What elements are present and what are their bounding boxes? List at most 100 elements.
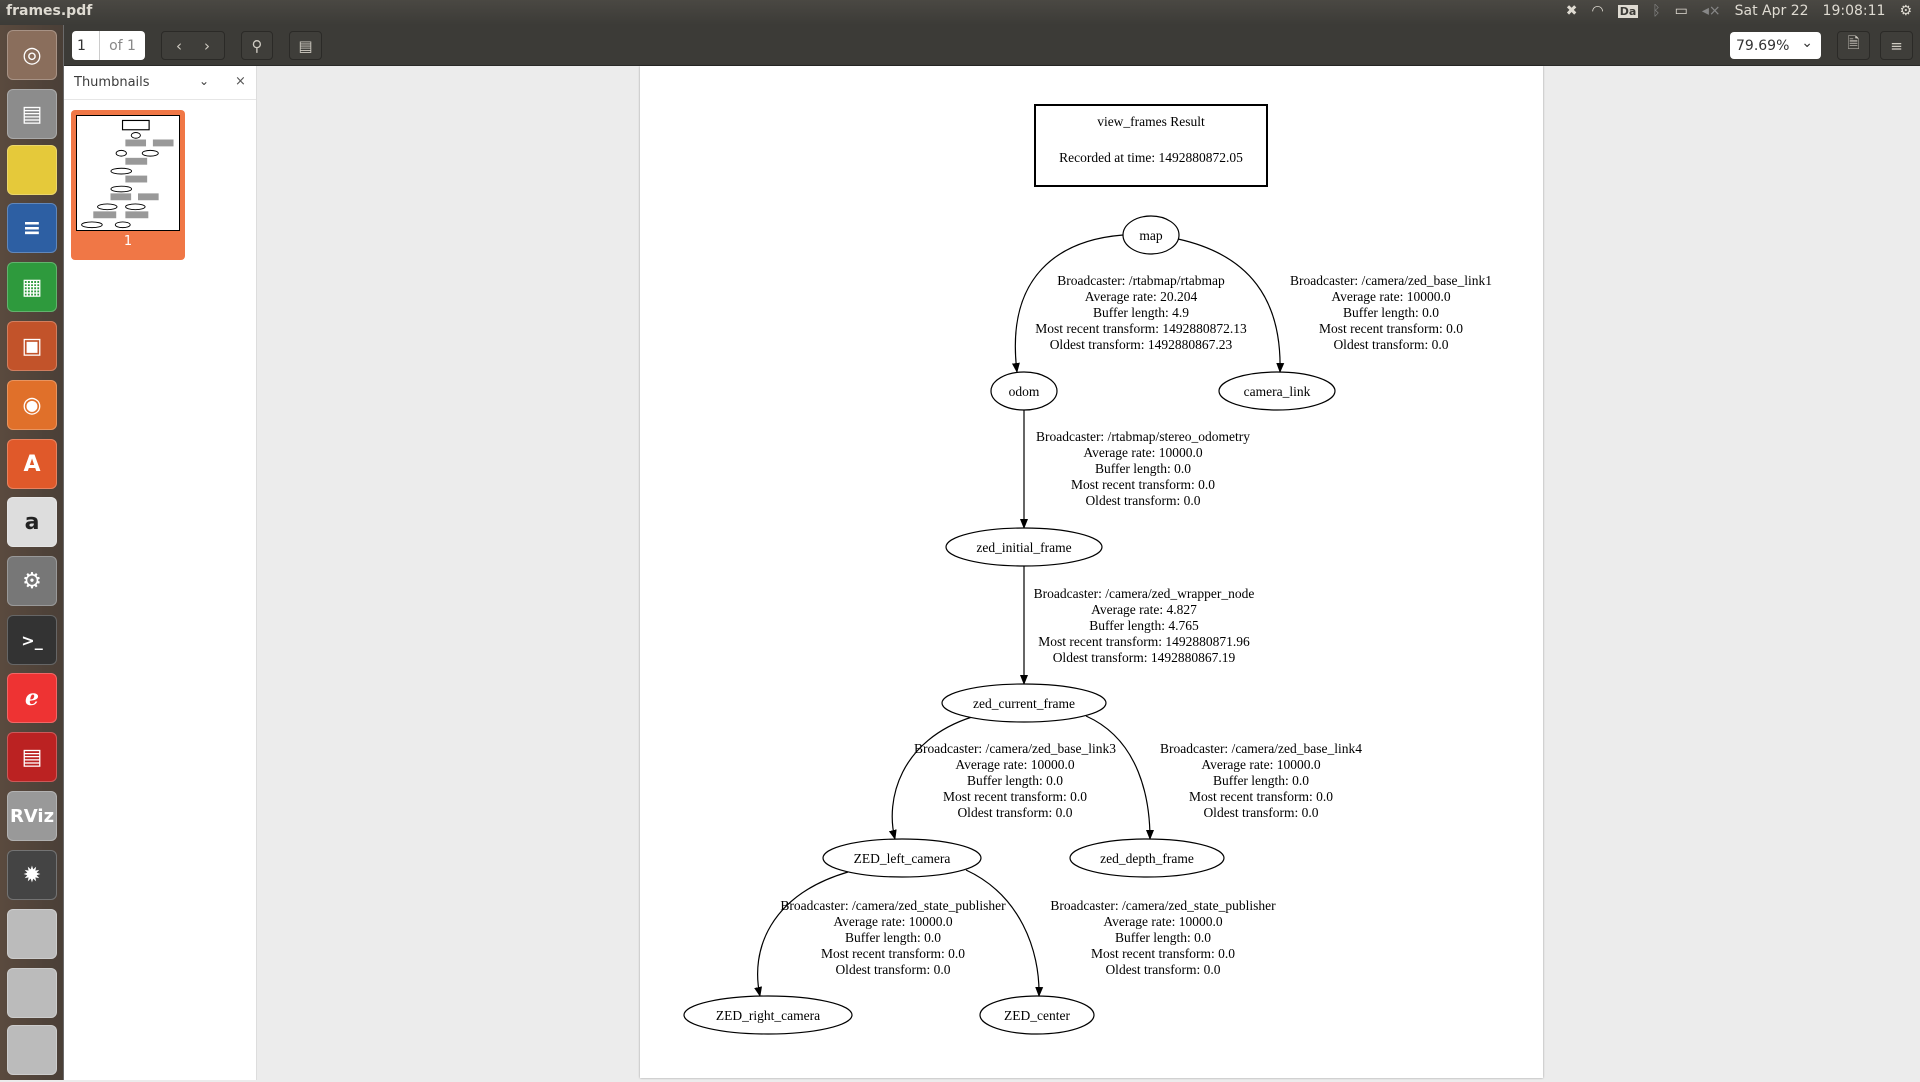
hamburger-menu-icon: ≡ [1890, 36, 1903, 55]
writer-icon[interactable]: ≡ [7, 203, 57, 253]
impress-icon[interactable]: ▣ [7, 321, 57, 371]
files-icon[interactable]: ▤ [7, 89, 57, 139]
dropbox-icon[interactable]: ✖ [1565, 3, 1578, 19]
pdf-page: view_frames Result Recorded at time: 149… [640, 66, 1543, 1078]
drive-icon[interactable] [7, 909, 57, 959]
system-tray: ✖ ◠ Da ᛒ ▭ ◂× Sat Apr 22 19:08:11 ⚙ [1566, 3, 1912, 19]
app-icon[interactable]: ▤ [7, 732, 57, 782]
terminal-icon[interactable]: >_ [7, 615, 57, 665]
edge-label-line: Average rate: 10000.0 [955, 757, 1075, 772]
edge-label-line: Buffer length: 0.0 [845, 930, 941, 945]
edge-label-line: Average rate: 10000.0 [1201, 757, 1321, 772]
edge-label-line: Buffer length: 0.0 [1115, 930, 1211, 945]
toolbar: 1 of 1 ‹ › ⚲ ▤ 79.69% ⌄ 🗎 ≡ [64, 25, 1920, 66]
clipboard-icon: ▤ [298, 36, 313, 55]
search-button[interactable]: ⚲ [241, 31, 273, 60]
launcher: ◎ ▤ ≡ ▦ ▣ ◉ A a ⚙ >_ ℯ ▤ RViz ✹ [0, 25, 64, 1080]
edge-label-line: Oldest transform: 0.0 [1203, 805, 1318, 820]
thumbnail-page-number: 1 [123, 234, 133, 249]
notes-icon[interactable] [7, 145, 57, 195]
page-total: of 1 [109, 37, 136, 54]
edge-label-line: Broadcaster: /rtabmap/stereo_odometry [1036, 429, 1250, 444]
edge-current-depth [1085, 715, 1154, 840]
frames-graph: view_frames Result Recorded at time: 149… [683, 104, 1492, 1035]
graph-title: view_frames Result [1097, 114, 1205, 129]
zoom-value: 79.69% [1736, 37, 1790, 54]
sidebar-header: Thumbnails ⌄ × [64, 66, 256, 100]
thumbnails-sidebar: Thumbnails ⌄ × 1 [64, 66, 257, 1080]
power-gear-icon[interactable]: ⚙ [1899, 3, 1912, 19]
next-page-icon[interactable]: › [204, 36, 210, 55]
edge-label-line: Most recent transform: 0.0 [1091, 946, 1235, 961]
menu-button[interactable]: ≡ [1880, 31, 1913, 60]
clock-label[interactable]: 19:08:11 [1822, 3, 1886, 19]
edge-label-line: Most recent transform: 0.0 [1189, 789, 1333, 804]
volume-muted-icon[interactable]: ◂× [1701, 3, 1721, 19]
firefox-icon[interactable]: ◉ [7, 380, 57, 430]
system-settings-icon[interactable]: ⚙ [7, 556, 57, 606]
edge-left-right [754, 871, 849, 997]
document-icon: 🗎 [1847, 34, 1860, 52]
node-label: ZED_center [1004, 1008, 1070, 1023]
edge-map-camera-link [1177, 238, 1285, 373]
software-center-icon[interactable]: A [7, 439, 57, 489]
edge-label-line: Most recent transform: 0.0 [821, 946, 965, 961]
node-label: odom [1009, 384, 1040, 399]
node-label: map [1139, 228, 1162, 243]
node-label: camera_link [1244, 384, 1311, 399]
node-label: zed_initial_frame [976, 540, 1071, 555]
bluetooth-icon[interactable]: ᛒ [1652, 3, 1661, 19]
rviz-icon[interactable]: RViz [7, 791, 57, 841]
edge-left-center [965, 869, 1044, 997]
pdf-viewer-icon[interactable]: ℯ [7, 673, 57, 723]
edge-label-line: Broadcaster: /camera/zed_base_link3 [914, 741, 1116, 756]
close-icon[interactable]: × [235, 74, 246, 89]
edge-label-line: Buffer length: 0.0 [1213, 773, 1309, 788]
sidebar-title[interactable]: Thumbnails [74, 75, 150, 90]
edge-label-line: Average rate: 10000.0 [1083, 445, 1203, 460]
page-thumbnail[interactable]: 1 [71, 110, 185, 260]
edge-label-line: Most recent transform: 1492880871.96 [1038, 634, 1250, 649]
edge-label-line: Average rate: 20.204 [1085, 289, 1198, 304]
edge-label-line: Buffer length: 0.0 [967, 773, 1063, 788]
gear-app-icon[interactable]: ✹ [7, 850, 57, 900]
edge-label-line: Oldest transform: 0.0 [957, 805, 1072, 820]
document-properties-button[interactable]: 🗎 [1837, 31, 1870, 60]
edge-label-line: Buffer length: 4.765 [1089, 618, 1199, 633]
edge-label-line: Average rate: 4.827 [1091, 602, 1197, 617]
edge-label-line: Broadcaster: /camera/zed_base_link4 [1160, 741, 1362, 756]
zoom-select[interactable]: 79.69% ⌄ [1730, 32, 1821, 59]
edge-label-line: Broadcaster: /camera/zed_state_publisher [780, 898, 1006, 913]
previous-page-icon[interactable]: ‹ [176, 36, 182, 55]
edge-label-line: Oldest transform: 0.0 [835, 962, 950, 977]
node-label: zed_depth_frame [1100, 851, 1194, 866]
recorded-time: Recorded at time: 1492880872.05 [1059, 150, 1243, 165]
current-page[interactable]: 1 [72, 31, 100, 60]
ubuntu-dash-icon[interactable]: ◎ [7, 30, 57, 80]
edge-label-line: Most recent transform: 0.0 [943, 789, 1087, 804]
window-title: frames.pdf [6, 3, 93, 19]
annotations-button[interactable]: ▤ [289, 31, 322, 60]
amazon-icon[interactable]: a [7, 497, 57, 547]
drive-icon[interactable] [7, 968, 57, 1018]
drive-icon[interactable] [7, 1025, 57, 1075]
edge-current-left [888, 716, 973, 840]
edge-label-line: Buffer length: 4.9 [1093, 305, 1189, 320]
edge-label-line: Oldest transform: 1492880867.23 [1050, 337, 1233, 352]
chevron-down-icon: ⌄ [1801, 35, 1813, 51]
battery-icon[interactable]: ▭ [1674, 3, 1688, 19]
keyboard-layout-indicator[interactable]: Da [1617, 4, 1639, 18]
page-number-input[interactable]: 1 of 1 [72, 31, 145, 60]
edge-label-line: Average rate: 10000.0 [1103, 914, 1223, 929]
wifi-icon[interactable]: ◠ [1591, 3, 1604, 19]
edge-label-line: Oldest transform: 1492880867.19 [1053, 650, 1236, 665]
node-label: ZED_left_camera [854, 851, 951, 866]
edge-label-line: Most recent transform: 0.0 [1319, 321, 1463, 336]
calc-icon[interactable]: ▦ [7, 262, 57, 312]
thumbnail-preview [76, 115, 180, 231]
graph-nodes: map odom camera_link zed_initial_frame z… [716, 228, 1311, 1023]
date-label[interactable]: Sat Apr 22 [1734, 3, 1809, 19]
edge-label-line: Broadcaster: /camera/zed_wrapper_node [1034, 586, 1255, 601]
chevron-down-icon[interactable]: ⌄ [199, 74, 210, 88]
edge-label-line: Oldest transform: 0.0 [1085, 493, 1200, 508]
